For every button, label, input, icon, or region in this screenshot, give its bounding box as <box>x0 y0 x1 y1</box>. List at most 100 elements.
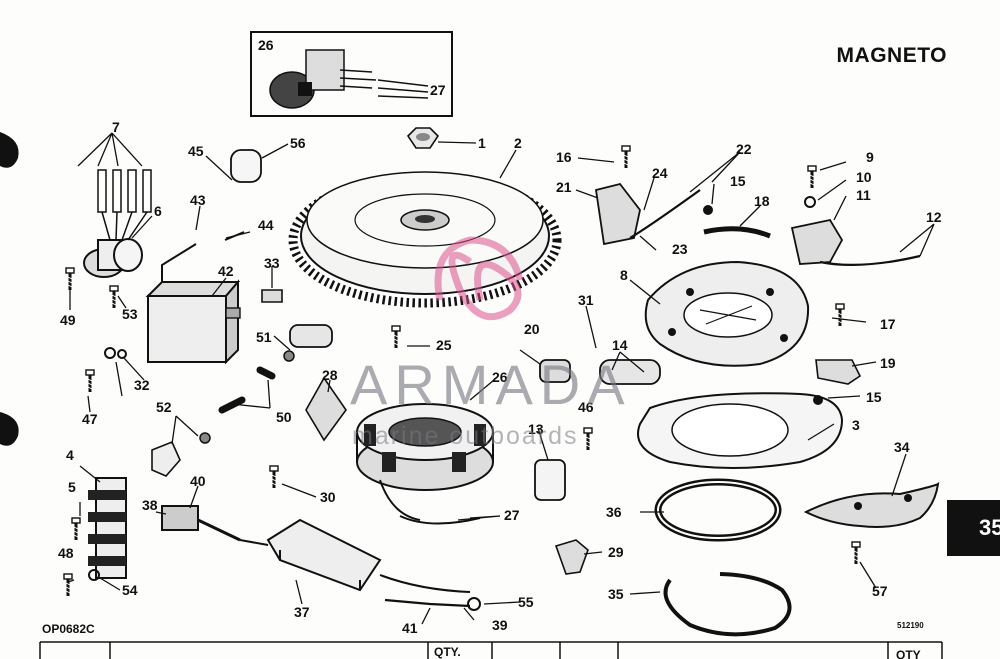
part-number: 27 <box>504 507 520 523</box>
page-tab: 35 <box>947 500 1000 556</box>
part-number: 12 <box>926 209 942 225</box>
part-number: 31 <box>578 292 594 308</box>
part-number: 56 <box>290 135 306 151</box>
part-number: 39 <box>492 617 508 633</box>
pins-part <box>218 366 276 414</box>
part-number: 33 <box>264 255 280 271</box>
part-number: 35 <box>608 586 624 602</box>
part-number: 4 <box>66 447 74 463</box>
elbow-part <box>289 324 333 348</box>
lead-27 <box>399 515 481 525</box>
watermark-logo <box>434 236 524 321</box>
washer-55 <box>104 347 116 359</box>
bolt-30 <box>268 464 280 490</box>
part-number: 44 <box>258 217 274 233</box>
binder-hole-bottom <box>0 412 19 446</box>
washer-10 <box>804 196 816 208</box>
part-number: 36 <box>606 504 622 520</box>
cam-part <box>554 539 589 575</box>
page-title: MAGNETO <box>836 44 947 67</box>
reference-number: 512190 <box>897 621 924 630</box>
connector-part <box>161 505 199 531</box>
lead-41 <box>384 598 471 608</box>
part-number: 45 <box>188 143 204 159</box>
part-number: 13 <box>528 421 544 437</box>
screw-58 <box>850 540 862 566</box>
part-number: 8 <box>620 267 628 283</box>
part-number: 27 <box>430 82 446 98</box>
part-number: 21 <box>556 179 572 195</box>
part-number: 24 <box>652 165 668 181</box>
part-number: 3 <box>852 417 860 433</box>
armature-plate-part <box>644 260 810 367</box>
part-number: 6 <box>154 203 162 219</box>
qty-column-header: QTY. <box>434 645 461 659</box>
part-number: 23 <box>672 241 688 257</box>
grommet-51 <box>283 350 295 362</box>
part-number: 5 <box>68 479 76 495</box>
part-number: 46 <box>578 399 594 415</box>
part-number: 22 <box>736 141 752 157</box>
contact-part <box>790 218 844 265</box>
part-number: 57 <box>872 583 888 599</box>
screw-17 <box>834 302 846 328</box>
part-number: 43 <box>190 192 206 208</box>
boot-elbow-part <box>151 440 181 477</box>
sleeve-part <box>534 459 566 501</box>
boot-part <box>230 149 262 183</box>
part-number: 32 <box>134 377 150 393</box>
bracket-part <box>815 359 862 385</box>
lead-24 <box>629 189 701 239</box>
part-number: 15 <box>730 173 746 189</box>
part-number: 49 <box>60 312 76 328</box>
part-number: 2 <box>514 135 522 151</box>
part-number: 28 <box>322 367 338 383</box>
part-number: 51 <box>256 329 272 345</box>
part-number: 11 <box>856 187 871 203</box>
part-number: 37 <box>294 604 310 620</box>
part-number: 25 <box>436 337 452 353</box>
leader-lines <box>67 132 935 625</box>
screw-48 <box>62 572 74 598</box>
part-number: 30 <box>320 489 336 505</box>
washer-56 <box>467 597 481 611</box>
points-set-part <box>594 182 641 246</box>
screw-15 <box>703 205 713 215</box>
bolt-25 <box>390 324 402 350</box>
part-number: 1 <box>478 135 486 151</box>
spring-clip-part <box>703 226 771 239</box>
part-number: 9 <box>866 149 874 165</box>
screw-16 <box>620 144 632 170</box>
part-number: 54 <box>122 582 138 598</box>
part-number: 29 <box>608 544 624 560</box>
table-header-row <box>39 641 943 659</box>
catalog-code: OP0682C <box>42 622 95 636</box>
part-number: 26 <box>258 37 274 53</box>
terminal-part <box>305 376 347 442</box>
part-number: 38 <box>142 497 158 513</box>
part-number: 18 <box>754 193 770 209</box>
spark-plug-leads-part <box>97 169 152 241</box>
part-number: 42 <box>218 263 234 279</box>
screw-15b <box>813 395 823 405</box>
part-number: 17 <box>880 316 896 332</box>
part-number: 7 <box>112 119 120 135</box>
binder-hole-top <box>0 132 19 168</box>
screw-46 <box>582 426 594 452</box>
part-number: 48 <box>58 545 74 561</box>
inset-box <box>250 31 453 117</box>
screw-9 <box>806 164 818 190</box>
part-number: 26 <box>492 369 508 385</box>
part-number: 52 <box>156 399 172 415</box>
retaining-ring-part <box>663 572 792 637</box>
power-pack-part <box>239 518 471 593</box>
lead-12 <box>819 254 921 267</box>
part-number: 55 <box>518 594 534 610</box>
part-number: 19 <box>880 355 896 371</box>
part-number: 15 <box>866 389 882 405</box>
terminal-block-part <box>88 477 127 579</box>
screw-49 <box>64 266 76 292</box>
clamp-part <box>261 289 283 303</box>
